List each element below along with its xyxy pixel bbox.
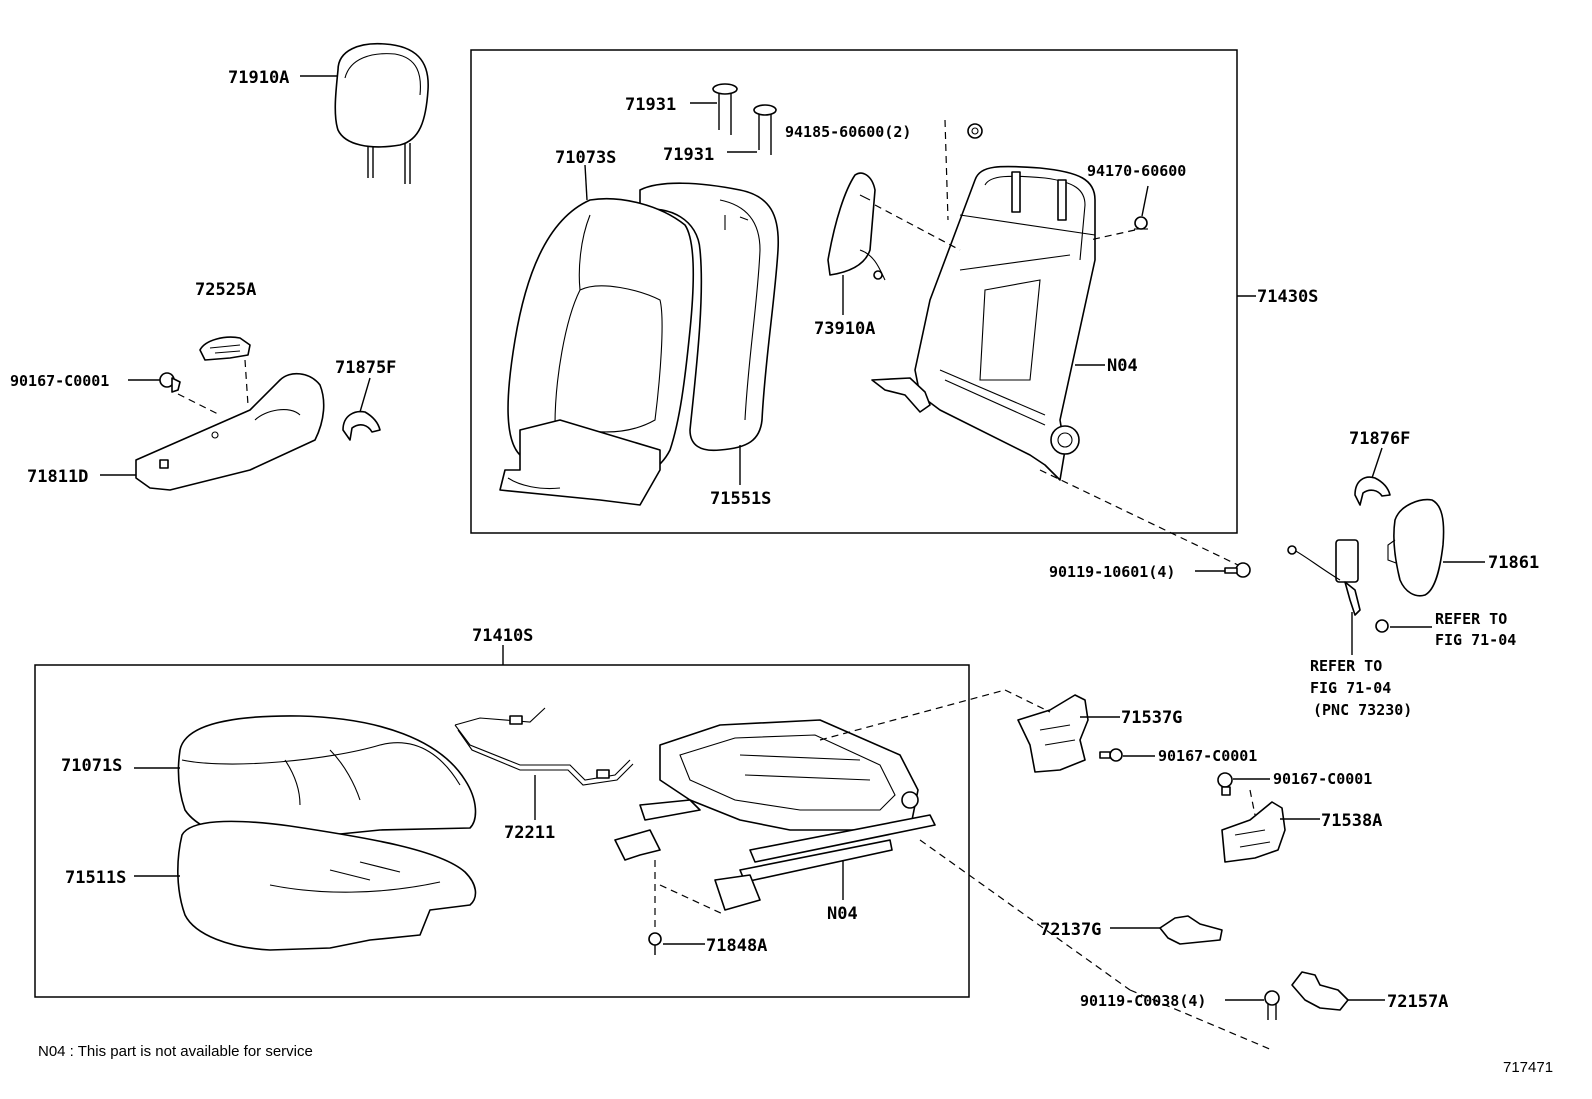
dash-94185 (944, 119, 949, 221)
screw-90167a-part (159, 372, 181, 393)
label-90119b: 90119-C0038(4) (1080, 992, 1206, 1010)
label-94185: 94185-60600(2) (785, 123, 911, 141)
leader-94170 (1141, 185, 1149, 217)
recliner-knob-part (199, 336, 251, 361)
dash-90119a (1039, 469, 1239, 566)
figure-number: 717471 (1503, 1059, 1553, 1076)
label-refer2-line3: (PNC 73230) (1313, 701, 1412, 719)
cover-72137G-part (1159, 915, 1223, 945)
label-71551S: 71551S (710, 489, 771, 509)
bolt-90119b-part (1264, 990, 1280, 1020)
seatback-frame-part (871, 165, 1096, 481)
label-71511S: 71511S (65, 868, 126, 888)
wire-72211-part (454, 707, 634, 786)
label-refer1-line2: FIG 71-04 (1435, 631, 1516, 649)
footnote: N04 : This part is not available for ser… (38, 1043, 313, 1060)
label-71538A: 71538A (1321, 811, 1382, 831)
label-72137G: 72137G (1040, 920, 1101, 940)
leader-71876F (1371, 447, 1383, 479)
side-airbag-part (827, 172, 886, 281)
label-71876F: 71876F (1349, 429, 1410, 449)
label-71537G: 71537G (1121, 708, 1182, 728)
label-90167a: 90167-C0001 (10, 372, 109, 390)
leader-71875F (359, 377, 371, 413)
label-71910A: 71910A (228, 68, 289, 88)
screw-71848A-part (648, 932, 662, 955)
dash-90167c (1249, 789, 1256, 816)
cover-72157A-part (1291, 971, 1349, 1011)
cushion-cover-part (177, 715, 477, 841)
label-71811D: 71811D (27, 467, 88, 487)
label-90119a: 90119-10601(4) (1049, 563, 1175, 581)
label-72525A: 72525A (195, 280, 256, 300)
label-71410S: 71410S (472, 626, 533, 646)
leader-71073S (584, 164, 588, 201)
dash-94170 (1089, 229, 1136, 241)
headrest-part (334, 42, 429, 184)
screw-90167b-part (1099, 748, 1123, 762)
label-refer1-line1: REFER TO (1435, 610, 1507, 628)
seatback-cover-part (499, 182, 780, 506)
label-71931b: 71931 (663, 145, 714, 165)
label-71071S: 71071S (61, 756, 122, 776)
nut-94185-part (967, 123, 983, 139)
cushion-pad-part (177, 820, 477, 951)
label-71430S: 71430S (1257, 287, 1318, 307)
label-refer2-line2: FIG 71-04 (1310, 679, 1391, 697)
dash-90119b (1129, 989, 1273, 1051)
label-71073S: 71073S (555, 148, 616, 168)
cushion-frame-part (614, 719, 936, 911)
label-94170: 94170-60600 (1087, 162, 1186, 180)
label-90167b: 90167-C0001 (1158, 747, 1257, 765)
cover-71875F-part (342, 410, 381, 441)
dash-72137G (919, 839, 1131, 991)
label-71848A: 71848A (706, 936, 767, 956)
shield-71861-part (1387, 498, 1445, 597)
dash-71537G (819, 689, 1006, 741)
dash-72525A (244, 359, 249, 406)
cover-71537G-part (1017, 694, 1089, 773)
dash-73910A (874, 204, 961, 251)
label-71931a: 71931 (625, 95, 676, 115)
seatback-assembly-box (470, 49, 1238, 534)
label-N04a: N04 (1107, 356, 1138, 376)
label-90167c: 90167-C0001 (1273, 770, 1372, 788)
label-N04b: N04 (827, 904, 858, 924)
dash-90167a (177, 393, 221, 416)
label-refer2-line1: REFER TO (1310, 657, 1382, 675)
cover-71538A-part (1221, 801, 1286, 863)
clip-94170-part (1134, 216, 1148, 230)
label-71861: 71861 (1488, 553, 1539, 573)
screw-90167c-part (1217, 772, 1233, 796)
seatbelt-buckle-part (1287, 539, 1389, 633)
label-73910A: 73910A (814, 319, 875, 339)
dash-71848A-2 (659, 884, 726, 916)
headrest-guide-part (712, 83, 777, 155)
dash-71537G-2 (1004, 689, 1051, 713)
bolt-90119a-part (1224, 562, 1251, 578)
cover-71876F-part (1354, 476, 1391, 506)
label-71875F: 71875F (335, 358, 396, 378)
recliner-shield-part (135, 372, 325, 491)
cushion-assembly-box (34, 664, 970, 998)
label-72211: 72211 (504, 823, 555, 843)
label-72157A: 72157A (1387, 992, 1448, 1012)
